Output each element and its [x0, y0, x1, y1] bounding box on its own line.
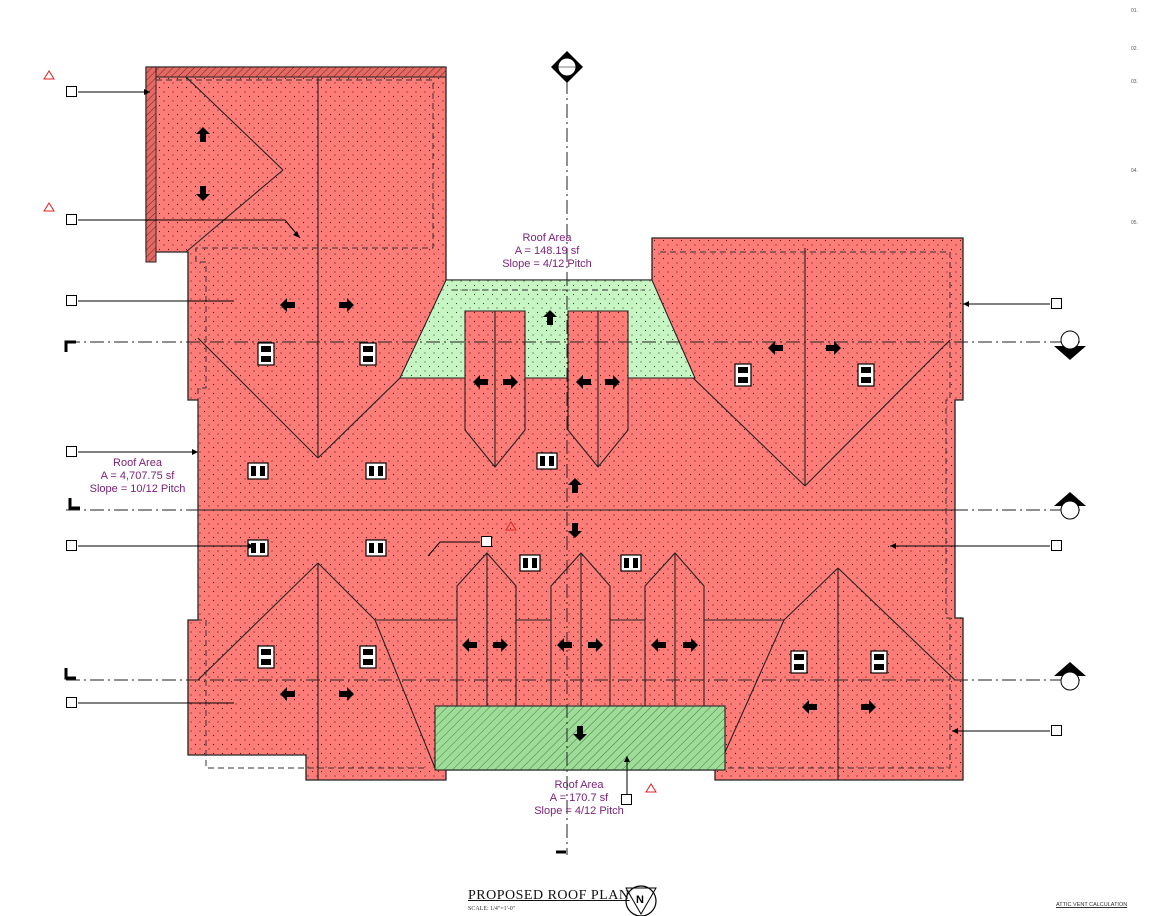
- roof-area-lower-label: Roof Area A = 170.7 sf Slope = 4/12 Pitc…: [518, 779, 640, 818]
- note-number: 04.: [1131, 168, 1138, 174]
- roof-area-title: Roof Area: [554, 779, 604, 791]
- roof-area-slope: Slope = 4/12 Pitch: [534, 805, 624, 817]
- keynote-tag: [66, 446, 77, 457]
- keynote-tag: [66, 86, 77, 97]
- note-number: 03.: [1131, 79, 1138, 85]
- roof-area-size: A = 170.7 sf: [549, 792, 609, 804]
- keynote-tag: [1051, 540, 1062, 551]
- attic-vent-note: ATTIC VENT CALCULATION: [1056, 902, 1128, 908]
- section-end-marks: [64, 340, 566, 854]
- section-lines: [66, 80, 1080, 855]
- drawing-title: PROPOSED ROOF PLAN: [468, 888, 630, 903]
- section-marker-right-2: [1054, 492, 1086, 520]
- low-slope-roof-upper: [399, 279, 696, 379]
- keynote-tag: [621, 794, 632, 805]
- keynote-tag: [481, 536, 492, 547]
- note-number: 02.: [1131, 46, 1138, 52]
- note-number: 01.: [1131, 8, 1138, 14]
- keynote-leaders: [78, 91, 1050, 796]
- roof-area-size: A = 4,707.75 sf: [100, 470, 175, 482]
- roof-area-title: Roof Area: [113, 457, 162, 469]
- section-marker-top: [551, 51, 583, 83]
- north-arrow-label: N: [636, 894, 644, 906]
- keynote-tag: [66, 214, 77, 225]
- roof-area-size: A = 148.19 sf: [514, 245, 580, 257]
- drawing-scale: SCALE: 1/4"=1'-0": [468, 906, 516, 912]
- section-marker-right-1: [1054, 330, 1086, 360]
- keynote-tag: [66, 697, 77, 708]
- roof-area-main-label: Roof Area A = 4,707.75 sf Slope = 10/12 …: [80, 457, 195, 496]
- keynote-tag: [1051, 725, 1062, 736]
- roof-area-title: Roof Area: [522, 232, 572, 244]
- north-arrow-icon: [625, 885, 657, 916]
- roof-area-slope: Slope = 4/12 Pitch: [502, 258, 592, 270]
- revision-triangles: [43, 70, 657, 793]
- dormers: [456, 310, 705, 707]
- keynote-tag: [66, 295, 77, 306]
- roof-area-upper-label: Roof Area A = 148.19 sf Slope = 4/12 Pit…: [486, 232, 608, 271]
- note-number: 05.: [1131, 220, 1138, 226]
- keynote-tag: [1051, 298, 1062, 309]
- keynote-tag: [66, 540, 77, 551]
- leader-arrowheads: [144, 89, 969, 762]
- roof-area-slope: Slope = 10/12 Pitch: [89, 483, 186, 495]
- section-marker-right-3: [1054, 662, 1086, 691]
